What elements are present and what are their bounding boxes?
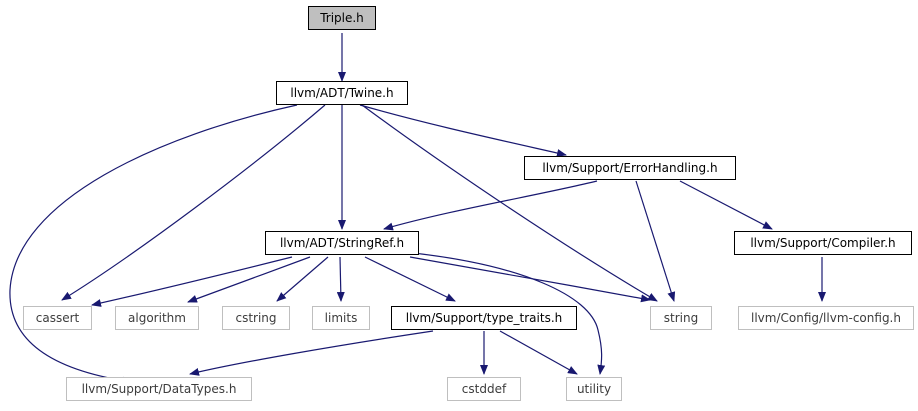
node-cstddef[interactable]: cstddef: [447, 377, 521, 401]
node-triple-h[interactable]: Triple.h: [308, 6, 376, 30]
node-llvm-config-h[interactable]: llvm/Config/llvm-config.h: [738, 306, 914, 330]
node-cassert[interactable]: cassert: [23, 306, 92, 330]
node-cstring[interactable]: cstring: [222, 306, 290, 330]
node-compiler-h[interactable]: llvm/Support/Compiler.h: [734, 231, 912, 255]
edge-errorhandling-string: [635, 180, 676, 302]
node-twine-h[interactable]: llvm/ADT/Twine.h: [276, 81, 408, 105]
edge-twine-string: [361, 104, 658, 302]
node-stringref-h[interactable]: llvm/ADT/StringRef.h: [265, 231, 419, 255]
node-utility[interactable]: utility: [566, 377, 622, 401]
edge-twine-cassert: [61, 104, 326, 301]
edge-twine-datatypes: [9, 104, 298, 385]
edge-typetraits-utility: [499, 330, 578, 375]
edge-stringref-utility: [412, 252, 606, 375]
node-algorithm[interactable]: algorithm: [115, 306, 199, 330]
node-string[interactable]: string: [650, 306, 712, 330]
node-datatypes-h[interactable]: llvm/Support/DataTypes.h: [66, 377, 252, 401]
edge-stringref-limits: [336, 256, 345, 302]
edge-stringref-cassert: [91, 256, 293, 307]
edge-stringref-algorithm: [187, 256, 311, 303]
edge-stringref-cstring: [276, 256, 329, 302]
node-typetraits-h[interactable]: llvm/Support/type_traits.h: [391, 306, 577, 330]
edge-stringref-string: [409, 256, 651, 303]
edge-errorhandling-stringref: [383, 180, 598, 231]
edge-typetraits-datatypes: [189, 330, 434, 376]
edge-stringref-typetraits: [364, 256, 456, 302]
edge-twine-errorhandling: [359, 104, 567, 157]
edge-errorhandling-compiler: [679, 180, 773, 230]
node-errorhandling-h[interactable]: llvm/Support/ErrorHandling.h: [524, 156, 736, 180]
node-limits[interactable]: limits: [312, 306, 370, 330]
